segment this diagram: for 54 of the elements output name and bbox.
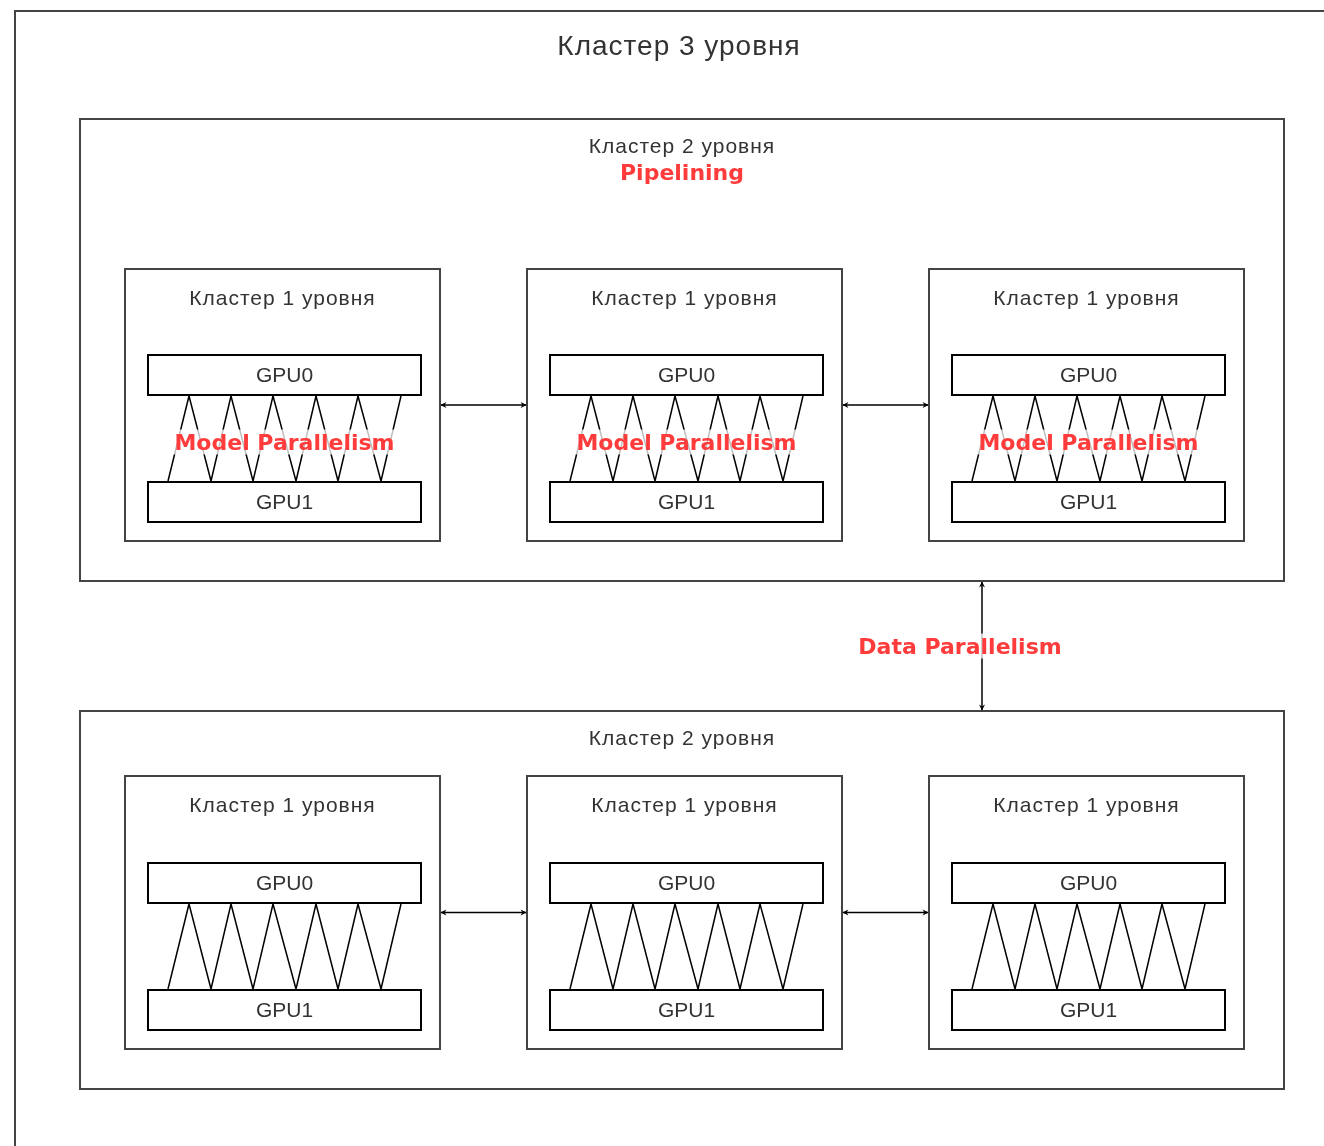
cluster-title: Кластер 1 уровня <box>591 285 778 311</box>
cluster-title: Кластер 1 уровня <box>189 285 376 311</box>
double-arrow <box>842 402 929 408</box>
cluster-panel <box>79 118 1285 582</box>
cluster-box <box>526 268 843 542</box>
gpu-box <box>147 989 422 1031</box>
cluster-box <box>526 775 843 1050</box>
edge-label: Model Parallelism <box>977 429 1200 454</box>
edge-label: Data Parallelism <box>857 633 1063 659</box>
gpu-box <box>951 481 1226 523</box>
gpu-box <box>951 354 1226 396</box>
cluster-box <box>124 268 441 542</box>
gpu-box <box>549 862 824 904</box>
cluster-title: Кластер 3 уровня <box>557 29 801 63</box>
cluster-title: Кластер 1 уровня <box>591 792 778 818</box>
gpu-box <box>549 481 824 523</box>
gpu-label: GPU0 <box>657 870 716 897</box>
gpu-label: GPU1 <box>255 997 314 1024</box>
gpu-box <box>147 354 422 396</box>
cluster-panel <box>79 710 1285 1090</box>
edge-label: Model Parallelism <box>173 429 396 454</box>
zigzag-connector <box>971 903 1206 990</box>
gpu-label: GPU0 <box>1059 870 1118 897</box>
gpu-label: GPU1 <box>657 489 716 516</box>
cluster-box <box>928 268 1245 542</box>
cluster-frame <box>14 10 1324 1146</box>
edge-label: Model Parallelism <box>575 429 798 454</box>
gpu-label: GPU0 <box>1059 362 1118 389</box>
strategy-label: Pipelining <box>620 159 744 188</box>
double-arrow <box>440 909 527 916</box>
double-arrow <box>842 909 929 916</box>
cluster-box <box>928 775 1245 1050</box>
gpu-label: GPU1 <box>1059 489 1118 516</box>
zigzag-connector <box>167 903 402 990</box>
cluster-title: Кластер 1 уровня <box>189 792 376 818</box>
gpu-label: GPU1 <box>657 997 716 1024</box>
cluster-title: Кластер 1 уровня <box>993 285 1180 311</box>
double-arrow <box>440 402 527 408</box>
gpu-box <box>549 354 824 396</box>
cluster-box <box>124 775 441 1050</box>
gpu-label: GPU0 <box>255 362 314 389</box>
gpu-label: GPU0 <box>255 870 314 897</box>
gpu-label: GPU1 <box>1059 997 1118 1024</box>
gpu-box <box>147 481 422 523</box>
gpu-box <box>951 989 1226 1031</box>
cluster-title: Кластер 2 уровня <box>588 133 776 159</box>
zigzag-connector <box>569 903 804 990</box>
cluster-title: Кластер 1 уровня <box>993 792 1180 818</box>
cluster-title: Кластер 2 уровня <box>588 725 776 751</box>
gpu-label: GPU1 <box>255 489 314 516</box>
gpu-box <box>951 862 1226 904</box>
gpu-box <box>549 989 824 1031</box>
gpu-label: GPU0 <box>657 362 716 389</box>
gpu-box <box>147 862 422 904</box>
